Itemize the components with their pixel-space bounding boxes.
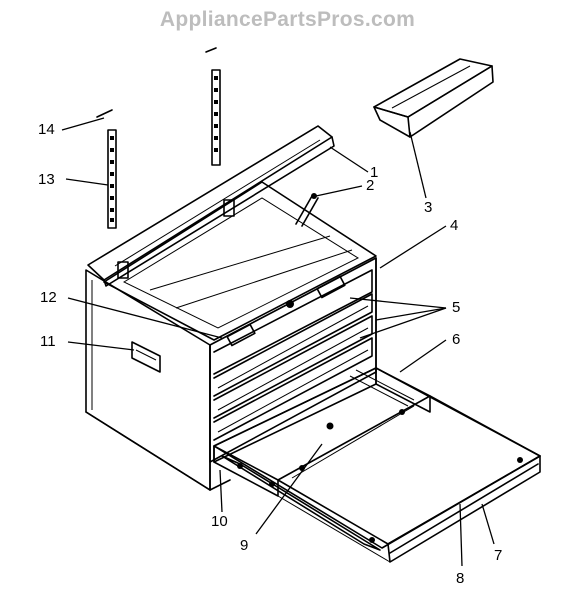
callout-7: 7 <box>494 547 502 564</box>
callout-6: 6 <box>452 331 460 348</box>
callout-10: 10 <box>211 513 228 530</box>
leader-lines <box>61 117 495 567</box>
part-drawer-open <box>213 367 541 563</box>
part-lid-stay <box>295 193 319 227</box>
callout-5: 5 <box>452 299 460 316</box>
callout-2: 2 <box>366 177 374 194</box>
part-lid <box>87 125 335 287</box>
part-hinge-left <box>96 109 117 229</box>
callout-11: 11 <box>40 333 56 350</box>
callout-3: 3 <box>424 199 432 216</box>
part-tray <box>373 58 494 138</box>
callout-13: 13 <box>38 171 55 188</box>
callouts: 1 2 3 4 5 6 7 8 9 10 11 12 13 14 <box>38 121 502 587</box>
part-hinge-right <box>205 47 221 166</box>
callout-8: 8 <box>456 570 464 587</box>
callout-14: 14 <box>38 121 55 138</box>
part-cabinet <box>85 181 377 491</box>
callout-12: 12 <box>40 289 57 306</box>
callout-4: 4 <box>450 217 458 234</box>
callout-1: 1 <box>370 164 378 181</box>
callout-9: 9 <box>240 537 248 554</box>
watermark: AppliancePartsPros.com <box>159 8 416 31</box>
